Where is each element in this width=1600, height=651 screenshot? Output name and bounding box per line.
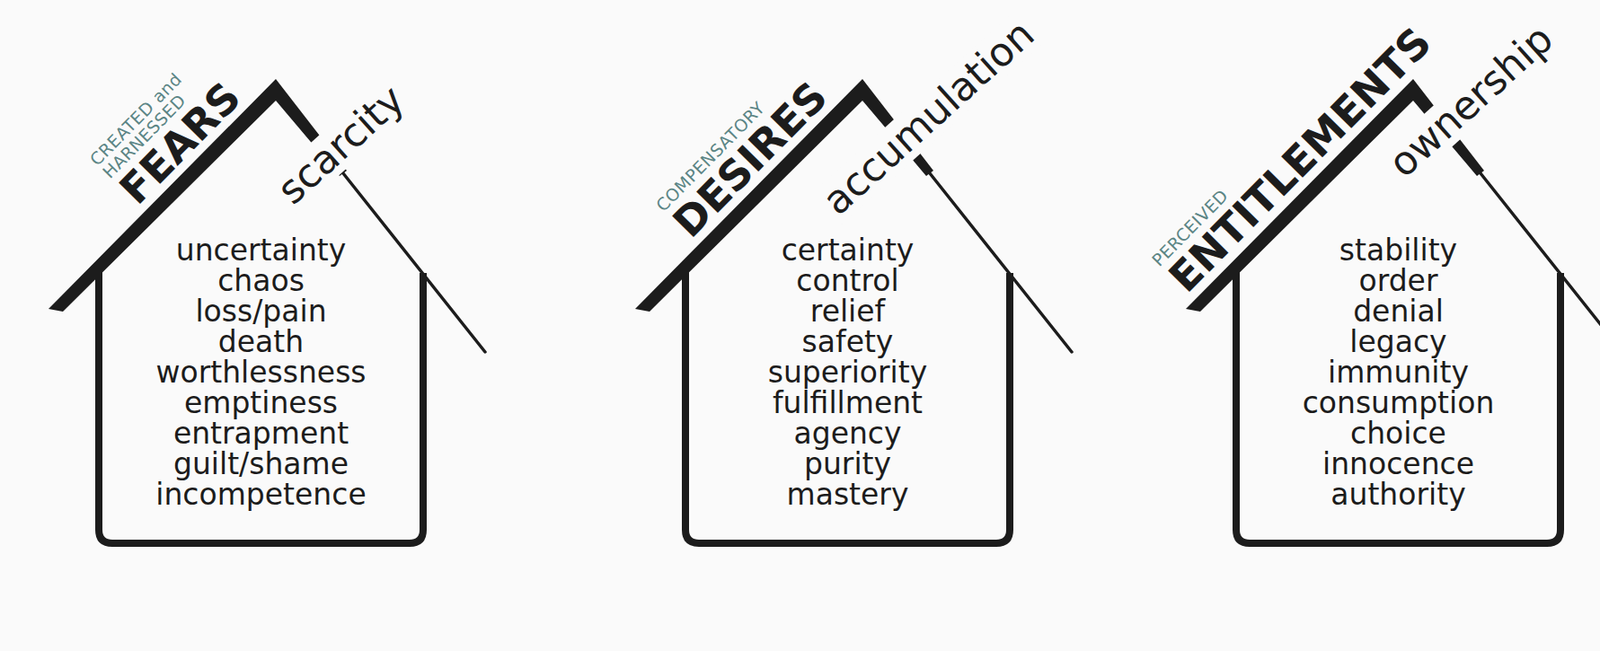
house-node: CREATED and HARNESSEDFEARSscarcity uncert… (35, 0, 504, 575)
house-node: PERCEIVEDENTITLEMENTSownershipstability … (1173, 0, 1600, 575)
house-node: COMPENSATORYDESIRESaccumulationcertainty… (622, 0, 1090, 575)
roof-heading: CREATED and HARNESSEDFEARS (87, 49, 248, 211)
house-list: certainty control relief safety superior… (766, 235, 930, 511)
roof-word: scarcity (267, 75, 416, 214)
house-list: uncertainty chaos loss/pain death worthl… (153, 235, 369, 511)
roof-line (929, 173, 1072, 353)
heading-title: DESIRES (665, 74, 834, 245)
roof-line (1480, 173, 1600, 353)
house-list: stability order denial legacy immunity c… (1300, 235, 1497, 511)
roof-line (343, 173, 486, 353)
roof-word: accumulation (813, 9, 1045, 225)
